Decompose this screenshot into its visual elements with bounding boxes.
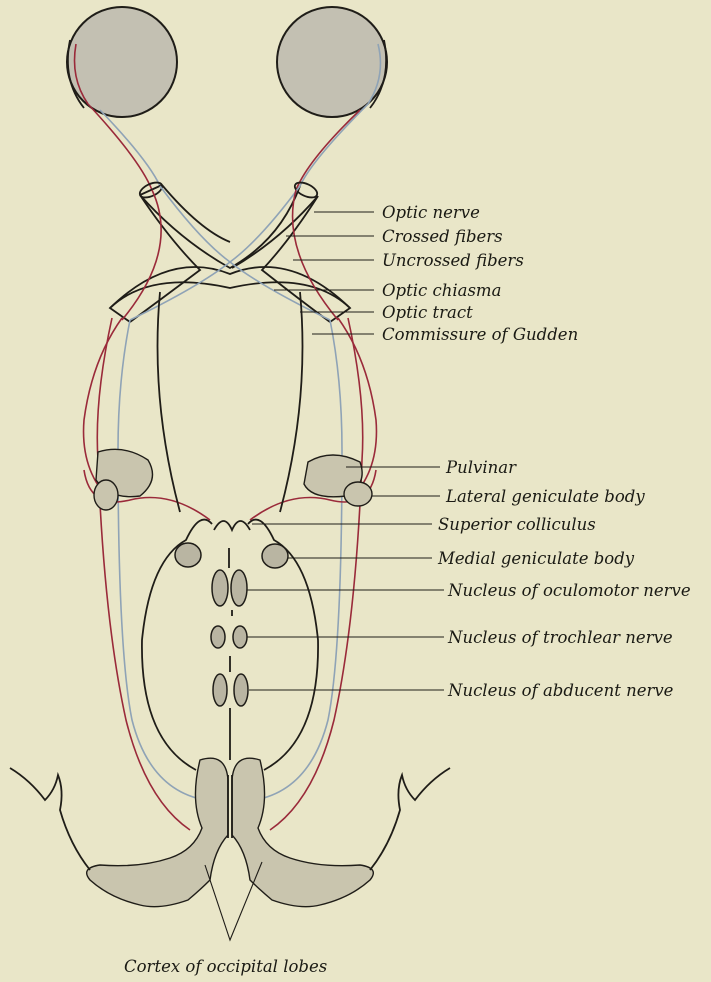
label-lateral-geniculate-body: Lateral geniculate body xyxy=(445,487,645,506)
label-commissure-of-gudden: Commissure of Gudden xyxy=(382,325,578,344)
abducent-nuclei xyxy=(213,674,248,706)
commissure-of-gudden-fibers xyxy=(142,292,318,770)
label-nucleus-trochlear: Nucleus of trochlear nerve xyxy=(447,628,673,647)
label-nucleus-abducent: Nucleus of abducent nerve xyxy=(447,681,674,700)
right-eyeball xyxy=(277,7,387,117)
left-lateral-geniculate-body xyxy=(94,480,118,510)
label-optic-chiasma: Optic chiasma xyxy=(382,281,501,300)
label-crossed-fibers: Crossed fibers xyxy=(382,227,503,246)
oculomotor-nuclei xyxy=(212,570,247,606)
label-optic-nerve: Optic nerve xyxy=(382,203,480,222)
hemisphere-outline xyxy=(10,768,450,870)
right-medial-geniculate-body xyxy=(262,544,288,568)
left-medial-geniculate-body xyxy=(175,543,201,567)
crossed-fiber-lines xyxy=(122,186,338,320)
occipital-cortex xyxy=(87,758,374,906)
label-cortex-occipital: Cortex of occipital lobes xyxy=(124,957,327,976)
trochlear-nuclei xyxy=(211,626,247,648)
label-superior-colliculus: Superior colliculus xyxy=(438,515,596,534)
label-nucleus-oculomotor: Nucleus of oculomotor nerve xyxy=(447,581,691,600)
label-medial-geniculate-body: Medial geniculate body xyxy=(437,549,635,568)
left-eyeball xyxy=(67,7,177,117)
right-lateral-geniculate-body xyxy=(344,482,372,506)
label-pulvinar: Pulvinar xyxy=(445,458,517,477)
label-uncrossed-fibers: Uncrossed fibers xyxy=(382,251,524,270)
label-optic-tract: Optic tract xyxy=(382,303,473,322)
optic-chiasma-outline xyxy=(110,179,350,322)
